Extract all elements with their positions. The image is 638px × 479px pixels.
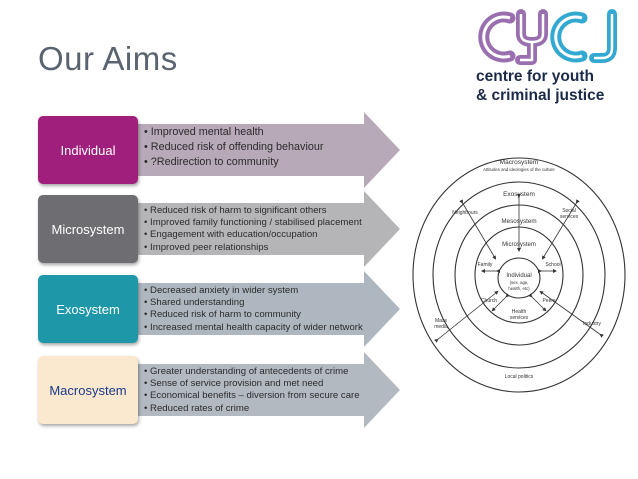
microsystem-label: Microsystem	[502, 242, 536, 248]
list-item: Improved mental health	[144, 125, 323, 140]
list-item: Improved family functioning / stabilised…	[144, 217, 362, 229]
level-box-individual: Individual	[38, 116, 138, 184]
church-label: Church	[481, 298, 497, 304]
list-item: Engagement with education/occupation	[144, 229, 362, 241]
bullet-list-microsystem: Reduced risk of harm to significant othe…	[144, 205, 362, 254]
list-item: ?Redirection to community	[144, 155, 323, 170]
list-item: Decreased anxiety in wider system	[144, 285, 363, 297]
neighbours-label: Neighbours	[452, 210, 478, 216]
individual-circle	[497, 257, 541, 299]
bullet-list-individual: Improved mental health Reduced risk of o…	[144, 125, 324, 170]
list-item: Reduced risk of offending behaviour	[144, 140, 324, 155]
macrosystem-label: Macrosystem	[500, 159, 539, 166]
family-label: Family	[478, 262, 493, 268]
ecological-systems-diagram: Macrosystem Attitudes and ideologies of …	[412, 157, 626, 393]
aim-row-exosystem: Exosystem Decreased anxiety in wider sys…	[0, 271, 400, 347]
aim-row-microsystem: Microsystem Reduced risk of harm to sign…	[0, 191, 400, 267]
list-item: Reduced risk of harm to community	[144, 309, 363, 321]
cycj-logo: centre for youth & criminal justice	[476, 8, 626, 108]
social-services-label-2: services	[560, 214, 579, 220]
level-box-microsystem: Microsystem	[38, 195, 138, 263]
list-item: Reduced rates of crime	[144, 403, 360, 415]
individual-sub-label-2: health, etc)	[508, 286, 530, 291]
list-item: Improved peer relationships	[144, 242, 362, 254]
mass-media-label-1: Mass	[435, 318, 447, 324]
school-label: School	[545, 262, 560, 268]
level-box-exosystem: Exosystem	[38, 275, 138, 343]
list-item: Greater understanding of antecedents of …	[144, 366, 360, 378]
aim-row-macrosystem: Macrosystem Greater understanding of ant…	[0, 352, 400, 428]
macrosystem-sub-label: Attitudes and ideologies of the culture	[483, 167, 555, 172]
health-label-1: Health	[512, 309, 527, 315]
bullet-list-macrosystem: Greater understanding of antecedents of …	[144, 366, 360, 415]
mesosystem-label: Mesosystem	[501, 218, 536, 225]
mass-media-label-2: media	[434, 324, 448, 330]
page-title: Our Aims	[38, 40, 178, 77]
list-item: Economical benefits – diversion from sec…	[144, 390, 360, 402]
industry-label: Industry	[583, 321, 601, 327]
bullet-list-exosystem: Decreased anxiety in wider system Shared…	[144, 285, 363, 334]
aim-row-individual: Individual Improved mental health Reduce…	[0, 112, 400, 188]
individual-sub-label-1: (sex, age,	[510, 280, 529, 285]
peers-label: Peers	[542, 298, 556, 304]
exosystem-ring	[432, 181, 606, 369]
local-politics-label: Local politics	[505, 374, 534, 380]
macrosystem-ring	[412, 157, 626, 393]
individual-label: Individual	[506, 273, 531, 279]
exosystem-label: Exosystem	[503, 191, 535, 198]
list-item: Reduced risk of harm to significant othe…	[144, 205, 362, 217]
logo-line-1: centre for youth	[476, 68, 594, 85]
logo-line-2: & criminal justice	[476, 87, 605, 104]
list-item: Shared understanding	[144, 297, 363, 309]
level-box-macrosystem: Macrosystem	[38, 356, 138, 424]
cycj-letters-icon	[478, 9, 617, 65]
list-item: Sense of service provision and met need	[144, 378, 360, 390]
social-services-label-1: Social	[562, 208, 576, 214]
health-label-2: services	[510, 315, 529, 321]
list-item: Increased mental health capacity of wide…	[144, 322, 363, 334]
